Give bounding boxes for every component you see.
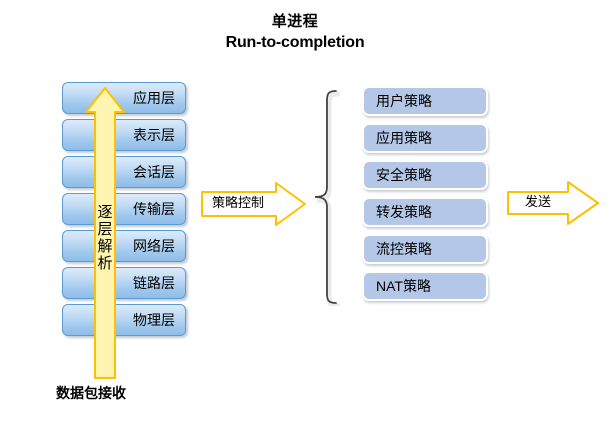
osi-layer-label: 网络层 bbox=[133, 238, 175, 254]
osi-layer-box-presentation[interactable]: 表示层 bbox=[62, 119, 186, 151]
send-arrow-icon: 发送 bbox=[506, 179, 600, 227]
policy-box-application[interactable]: 应用策略 bbox=[362, 123, 488, 153]
osi-layer-label: 会话层 bbox=[133, 164, 175, 180]
policy-box-user[interactable]: 用户策略 bbox=[362, 86, 488, 116]
osi-layer-label: 物理层 bbox=[133, 312, 175, 328]
policy-box-stack: 用户策略 应用策略 安全策略 转发策略 流控策略 NAT策略 bbox=[362, 86, 494, 310]
osi-layer-box-network[interactable]: 网络层 bbox=[62, 230, 186, 262]
policy-control-label: 策略控制 bbox=[211, 195, 264, 210]
policy-group-brace-icon bbox=[312, 88, 341, 309]
osi-layer-box-session[interactable]: 会话层 bbox=[62, 156, 186, 188]
policy-box-label: 应用策略 bbox=[376, 130, 432, 146]
osi-layer-label: 应用层 bbox=[133, 90, 175, 106]
send-label: 发送 bbox=[524, 194, 551, 209]
osi-layer-box-transport[interactable]: 传输层 bbox=[62, 193, 186, 225]
policy-box-security[interactable]: 安全策略 bbox=[362, 160, 488, 190]
osi-layer-box-datalink[interactable]: 链路层 bbox=[62, 267, 186, 299]
policy-box-label: 安全策略 bbox=[376, 167, 432, 183]
packet-receive-caption: 数据包接收 bbox=[56, 385, 126, 401]
policy-box-nat[interactable]: NAT策略 bbox=[362, 271, 488, 301]
policy-box-label: NAT策略 bbox=[376, 278, 431, 294]
osi-layer-box-application[interactable]: 应用层 bbox=[62, 82, 186, 114]
policy-box-label: 流控策略 bbox=[376, 241, 432, 257]
policy-box-forwarding[interactable]: 转发策略 bbox=[362, 197, 488, 227]
title-line-chinese: 单进程 bbox=[271, 13, 319, 30]
osi-layer-box-physical[interactable]: 物理层 bbox=[62, 304, 186, 336]
policy-box-flow-control[interactable]: 流控策略 bbox=[362, 234, 488, 264]
osi-layer-label: 传输层 bbox=[133, 201, 175, 217]
layer-by-layer-parse-arrow-icon: 逐 层 解 析 bbox=[84, 86, 126, 380]
policy-control-arrow-icon: 策略控制 bbox=[200, 181, 307, 227]
osi-layer-label: 链路层 bbox=[133, 275, 175, 291]
osi-layer-stack: 应用层 表示层 会话层 传输层 网络层 链路层 物理层 bbox=[62, 82, 190, 347]
osi-layer-label: 表示层 bbox=[133, 127, 175, 143]
diagram-title: 单进程 Run-to-completion bbox=[170, 12, 420, 54]
policy-box-label: 转发策略 bbox=[376, 204, 432, 220]
policy-box-label: 用户策略 bbox=[376, 93, 432, 109]
title-line-english: Run-to-completion bbox=[225, 34, 365, 51]
